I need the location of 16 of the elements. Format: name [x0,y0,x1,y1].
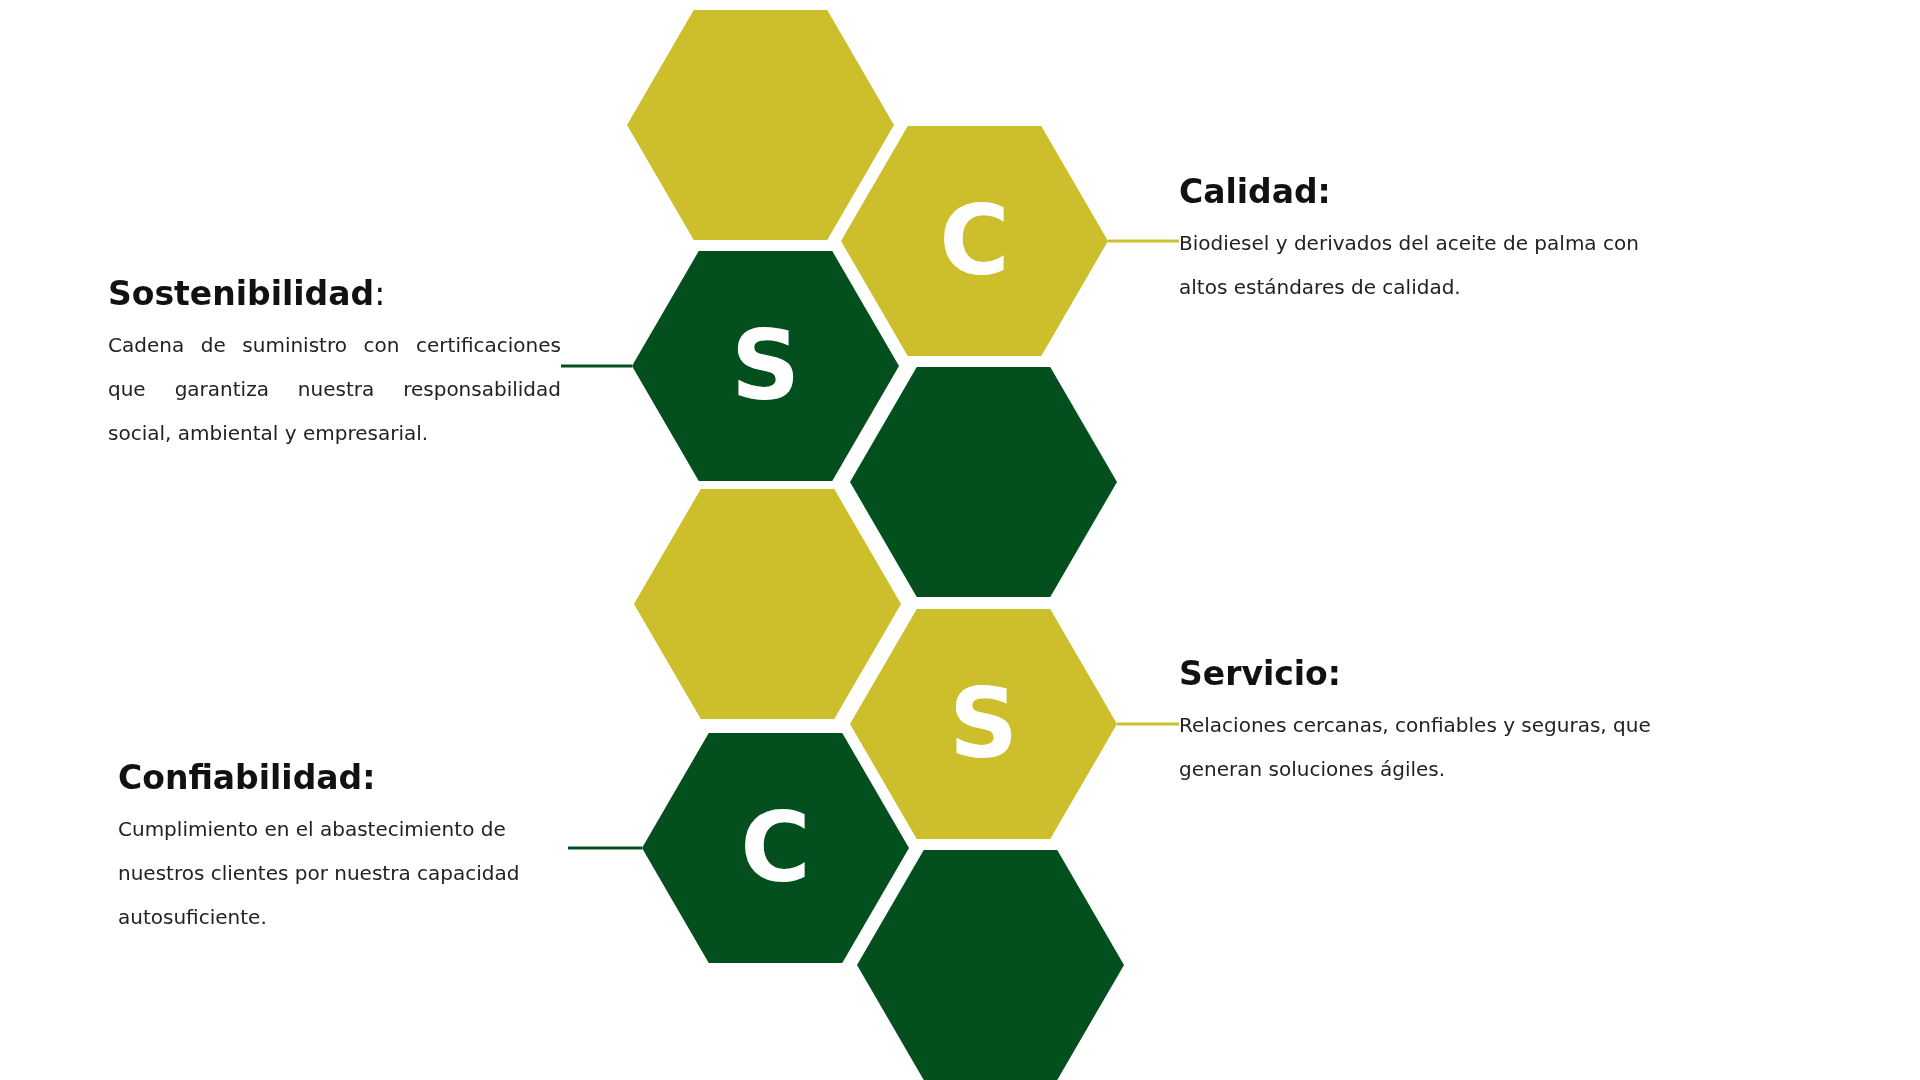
hexagon-letter: S [948,676,1019,772]
leader-line [1117,722,1179,726]
description: Cadena de suministro con certificaciones que garantiza nuestra responsabilidad social, ambiental y empresarial. [108,332,561,447]
leader-line [568,846,642,850]
heading: Sostenibilidad: [108,274,387,313]
hexagon-letter: S [730,318,801,414]
heading: Calidad: [1179,172,1332,211]
heading: Servicio: [1179,654,1342,693]
description: Cumplimiento en el abastecimiento de nuestros clientes por nuestra capacidad autosuficiente. [118,816,521,931]
leader-line [561,364,632,368]
description: Relaciones cercanas, confiables y seguras, que generan soluciones ágiles. [1179,712,1652,783]
leader-line [1108,239,1179,243]
hexagon-letter: C [939,193,1010,289]
heading: Confiabilidad: [118,758,377,797]
description: Biodiesel y derivados del aceite de palma con altos estándares de calidad. [1179,230,1640,301]
hexagon-letter: C [740,800,811,896]
